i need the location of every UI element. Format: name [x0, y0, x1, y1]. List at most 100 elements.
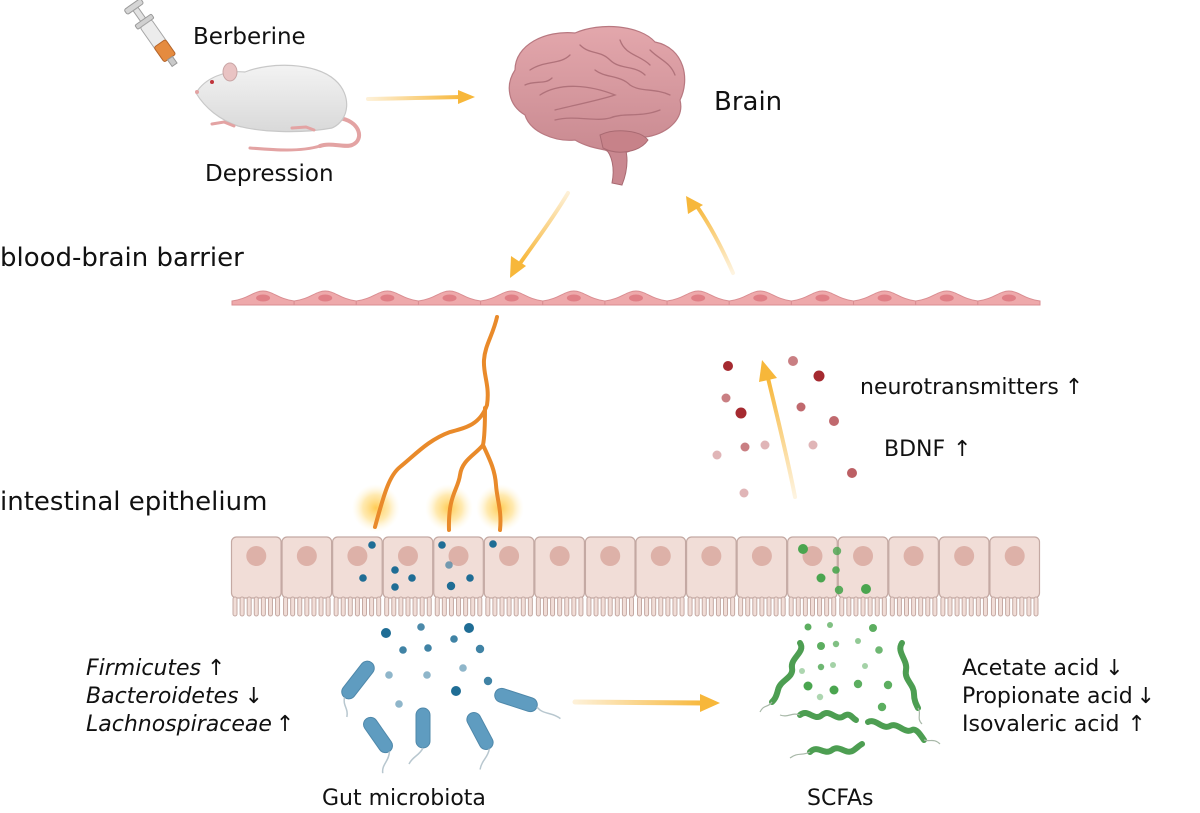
cell-nucleus — [650, 546, 671, 566]
cell-nucleus — [853, 546, 874, 566]
microvillus — [527, 596, 533, 617]
microvillus — [304, 596, 310, 617]
epithelial-cell — [837, 536, 889, 617]
microvillus — [990, 596, 996, 617]
microvillus — [607, 596, 613, 617]
scfa-dot — [799, 668, 805, 674]
blue-metabolites-in-epithelium — [359, 540, 497, 591]
epithelial-cell — [281, 536, 333, 617]
neurotransmitter-dot — [829, 416, 839, 426]
microvillus — [614, 596, 620, 617]
scfa-dot — [869, 624, 877, 632]
taxon-lachnospiraceae: Lachnospiraceae↑ — [86, 712, 294, 737]
microvillus — [788, 596, 794, 617]
epithelial-cell — [989, 536, 1041, 617]
acid-acetate: Acetate acid↓ — [962, 656, 1124, 681]
microvillus — [477, 596, 483, 617]
neurotransmitter-dot — [739, 488, 749, 498]
microvillus — [384, 596, 390, 617]
endothelial-cell — [915, 290, 979, 306]
microvillus — [275, 596, 281, 617]
metabolite-dot — [438, 541, 446, 549]
metabolite-dot — [417, 623, 425, 631]
microvillus — [456, 596, 462, 617]
microvillus — [658, 596, 664, 617]
cell-nucleus — [549, 546, 570, 566]
green-scfa-in-epithelium — [798, 544, 871, 595]
microvillus — [839, 596, 845, 617]
metabolite-dot — [385, 671, 393, 679]
scfa-dot — [803, 681, 813, 691]
microvillus — [290, 596, 296, 617]
neurotransmitter-dot — [735, 407, 747, 419]
microvillus — [715, 596, 721, 617]
metabolite-dot — [489, 540, 497, 548]
microvillus — [809, 596, 815, 617]
metabolite-dot — [466, 574, 474, 582]
neurotransmitter-dot — [721, 393, 731, 403]
epithelial-cell — [584, 536, 636, 617]
epithelial-cell — [433, 536, 484, 617]
microvillus — [975, 596, 981, 617]
microvillus — [520, 596, 526, 617]
arrow-brain-to-bbb — [510, 191, 570, 278]
scfa-dot — [832, 546, 842, 556]
microvillus — [578, 596, 584, 617]
bacterium-icon — [363, 716, 393, 774]
microvillus — [267, 596, 273, 617]
arrow-bbb-to-brain — [686, 196, 735, 275]
scfa-dot — [804, 623, 812, 631]
microvillus — [347, 596, 353, 617]
metabolite-dot — [464, 623, 474, 633]
blood-brain-barrier — [231, 290, 1041, 306]
bbb-label: blood-brain barrier — [0, 243, 244, 273]
epithelial-cell — [382, 536, 434, 617]
metabolite-dot — [445, 561, 453, 569]
microvillus — [745, 596, 751, 617]
microvillus — [391, 596, 397, 617]
microvillus — [441, 596, 447, 617]
cell-nucleus — [296, 546, 317, 566]
cell-nucleus — [1001, 294, 1016, 302]
microvillus — [419, 596, 425, 617]
microvillus — [947, 596, 953, 617]
cell-nucleus — [751, 546, 772, 566]
cell-nucleus — [954, 546, 975, 566]
metabolite-dot — [475, 644, 485, 654]
spirochete-icon — [897, 640, 921, 711]
microvillus — [780, 596, 786, 617]
neurotransmitter-dot — [796, 402, 806, 412]
scfa-dot — [829, 685, 839, 695]
endothelial-cell — [293, 290, 357, 306]
nerve-fibers — [352, 315, 524, 532]
spiral-bacteria — [769, 640, 927, 755]
microvillus — [492, 596, 498, 617]
gut-bacteria — [341, 660, 561, 774]
cell-nucleus — [246, 546, 267, 566]
neurotransmitter-dot — [760, 440, 770, 450]
endothelial-cell — [853, 290, 917, 306]
microvillus — [954, 596, 960, 617]
epithelial-cell — [534, 536, 586, 617]
endothelial-cell — [604, 290, 668, 306]
epithelial-cell — [685, 536, 737, 617]
epithelial-cell — [736, 536, 788, 617]
endothelial-cell — [666, 290, 730, 306]
microvillus — [340, 596, 346, 617]
cell-nucleus — [877, 294, 892, 302]
cell-nucleus — [600, 546, 621, 566]
neurotransmitter-particles — [712, 356, 857, 498]
microvillus — [1026, 596, 1032, 617]
spirochete-icon — [807, 741, 865, 755]
arrow-gut-to-bbb — [759, 360, 797, 499]
neurotransmitter-dot — [808, 440, 818, 450]
cell-nucleus — [442, 294, 457, 302]
cell-nucleus — [691, 294, 706, 302]
cell-nucleus — [939, 294, 954, 302]
microvillus — [621, 596, 627, 617]
microvillus — [571, 596, 577, 617]
microvillus — [694, 596, 700, 617]
microvillus — [831, 596, 837, 617]
microvillus — [239, 596, 245, 617]
microvillus — [586, 596, 592, 617]
